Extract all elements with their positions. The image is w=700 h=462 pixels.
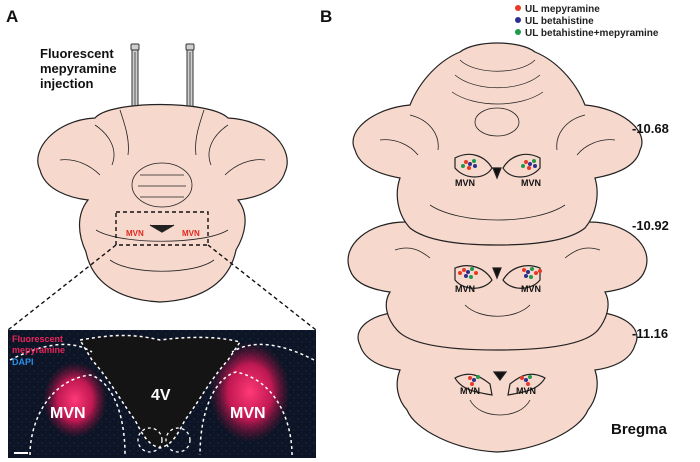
- schematic-mvn-right: MVN: [182, 229, 200, 238]
- brain-schematic-a: [37, 103, 288, 303]
- section-2: [347, 210, 648, 351]
- zoom-line-left: [7, 244, 117, 331]
- injection-title-line-3: injection: [40, 76, 94, 91]
- panel-b-letter: B: [320, 7, 332, 26]
- legend-dot-combined: [515, 29, 521, 35]
- site-cluster-2-left: [458, 267, 478, 279]
- legend-label-betahistine: UL betahistine: [525, 16, 594, 27]
- micrograph: [8, 330, 316, 458]
- micro-mvn-left: MVN: [50, 405, 86, 422]
- site-cluster-2-right: [522, 267, 542, 279]
- legend: UL mepyramine UL betahistine UL betahist…: [515, 4, 659, 39]
- site-cluster-3-left: [468, 375, 480, 386]
- section-3-mvn-left: MVN: [460, 386, 480, 396]
- zoom-line-right: [207, 244, 317, 331]
- stain-label-fluor-2: mepyramine: [12, 345, 65, 355]
- section-3-mvn-right: MVN: [516, 386, 536, 396]
- section-1: [352, 42, 643, 246]
- injection-title-line-2: mepyramine: [40, 61, 117, 76]
- legend-dot-betahistine: [515, 17, 521, 23]
- site-cluster-3-right: [520, 375, 532, 386]
- section-1-mvn-left: MVN: [455, 178, 475, 188]
- coord-2: -10.92: [632, 218, 669, 233]
- section-2-mvn-right: MVN: [521, 284, 541, 294]
- micro-mvn-right: MVN: [230, 405, 266, 422]
- panel-a-letter: A: [6, 7, 18, 26]
- section-1-mvn-right: MVN: [521, 178, 541, 188]
- legend-label-mepyramine: UL mepyramine: [525, 4, 600, 15]
- stain-label-fluor-1: Fluorescent: [12, 334, 63, 344]
- coord-1: -10.68: [632, 121, 669, 136]
- stain-label-dapi: DAPI: [12, 357, 34, 367]
- bregma-label: Bregma: [611, 421, 668, 438]
- schematic-mvn-left: MVN: [126, 229, 144, 238]
- coord-3: -11.16: [632, 326, 668, 341]
- legend-dot-mepyramine: [515, 5, 521, 11]
- legend-label-combined: UL betahistine+mepyramine: [525, 28, 659, 39]
- site-cluster-1-right: [521, 159, 537, 170]
- injection-title: Fluorescent mepyramine injection: [40, 46, 117, 91]
- injection-title-line-1: Fluorescent: [40, 46, 114, 61]
- site-cluster-1-left: [461, 159, 477, 170]
- zoom-box: [115, 211, 209, 246]
- section-2-mvn-left: MVN: [455, 284, 475, 294]
- micro-4v: 4V: [151, 387, 171, 404]
- scale-bar: [14, 452, 28, 454]
